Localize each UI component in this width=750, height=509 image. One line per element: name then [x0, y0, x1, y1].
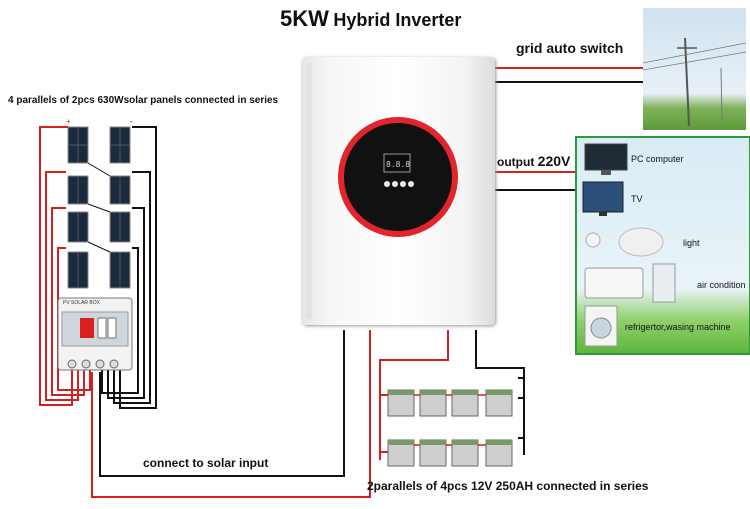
battery-bank-label: 2parallels of 4pcs 12V 250AH connected i…	[367, 479, 648, 493]
solar-panel	[110, 212, 130, 242]
air-conditioner-icon	[585, 264, 675, 302]
grid-switch-label: grid auto switch	[516, 40, 623, 56]
solar-panel	[68, 127, 88, 163]
inverter-front-panel: 8.8.8	[302, 57, 495, 325]
light-icon	[586, 228, 663, 256]
battery	[452, 390, 478, 416]
load-label: TV	[631, 194, 643, 204]
load-label: air condition	[697, 280, 746, 290]
power-pole-icon	[643, 8, 746, 130]
control-button-icon	[400, 181, 406, 187]
solar-panel	[110, 252, 130, 288]
output-label: output 220V	[497, 153, 570, 169]
control-button-icon	[384, 181, 390, 187]
computer-icon	[585, 144, 627, 175]
solar-panel	[68, 176, 88, 204]
output-prefix: output	[497, 155, 534, 169]
svg-text:+: +	[66, 117, 71, 126]
hybrid-inverter: 8.8.8	[302, 57, 495, 325]
solar-panel	[68, 252, 88, 288]
battery	[452, 440, 478, 466]
solar-input-cable	[92, 330, 370, 497]
battery	[420, 440, 446, 466]
appliance-images	[577, 138, 749, 353]
grid-pole-image	[643, 8, 746, 130]
battery	[388, 440, 414, 466]
output-voltage: 220V	[538, 153, 571, 169]
solar-panel	[110, 176, 130, 204]
load-label: PC computer	[631, 154, 684, 164]
battery-bank	[388, 390, 512, 466]
load-label: light	[683, 238, 700, 248]
battery	[486, 390, 512, 416]
battery	[486, 440, 512, 466]
solar-panel-array: + -	[66, 117, 133, 288]
control-button-icon	[392, 181, 398, 187]
combiner-box-label: PV SOLAR BOX	[63, 300, 100, 306]
battery	[420, 390, 446, 416]
washing-machine-icon	[585, 306, 617, 346]
load-label: refrigertor,wasing machine	[625, 322, 731, 332]
household-loads-panel: PC computer TV light air condition refri…	[575, 136, 750, 355]
control-button-icon	[408, 181, 414, 187]
solar-panel	[110, 127, 130, 163]
tv-icon	[583, 182, 623, 216]
svg-text:8.8.8: 8.8.8	[386, 160, 410, 169]
solar-input-label: connect to solar input	[143, 456, 268, 470]
svg-text:-: -	[130, 117, 133, 126]
solar-panels-label: 4 parallels of 2pcs 630Wsolar panels con…	[8, 95, 278, 106]
battery	[388, 390, 414, 416]
solar-panel	[68, 212, 88, 242]
pv-combiner-box	[58, 298, 132, 370]
